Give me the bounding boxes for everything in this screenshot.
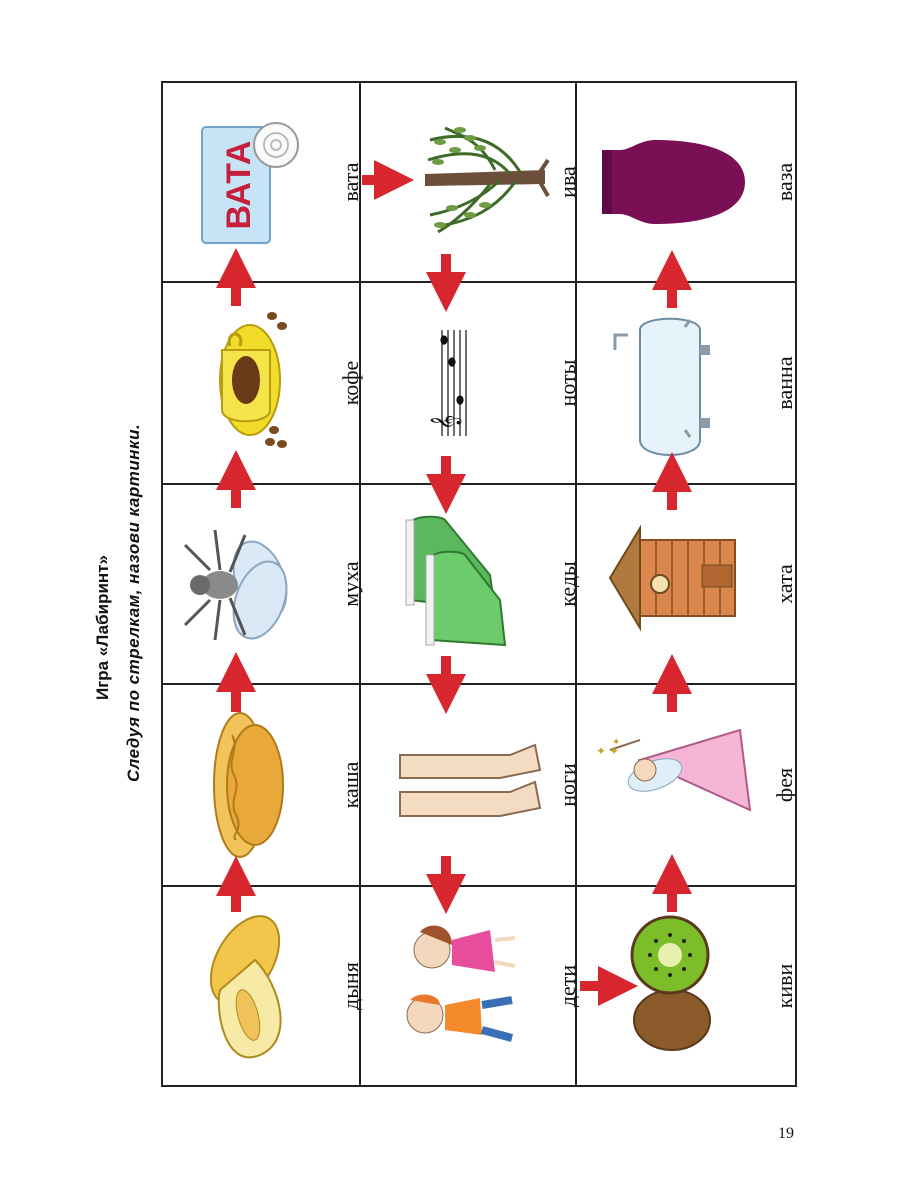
word-dynya: дыня [338, 962, 363, 1010]
word-iva: ива [555, 166, 580, 198]
pack-label: ВАТА [220, 141, 258, 230]
page-number: 19 [778, 1125, 794, 1142]
word-kivi: киви [772, 963, 797, 1008]
word-khata: хата [772, 564, 797, 604]
music-notes-icon: 𝄞 [430, 330, 467, 436]
word-kasha: каша [338, 761, 363, 808]
legs-icon [399, 743, 542, 817]
children-icon [406, 925, 516, 1042]
kiwi-icon [630, 915, 711, 1051]
word-mukha: муха [338, 561, 363, 607]
svg-text:✦: ✦ [612, 737, 620, 748]
word-nogi: ноги [555, 763, 580, 807]
bathtub-icon [613, 317, 710, 456]
word-kofe: кофе [338, 361, 363, 406]
sneakers-icon [405, 515, 507, 647]
word-deti: дети [555, 965, 580, 1008]
cotton-wool-pack-icon: ВАТА [201, 122, 299, 244]
porridge-bowl-icon [213, 712, 284, 858]
word-vata: вата [338, 162, 363, 201]
svg-text:𝄞: 𝄞 [430, 415, 462, 430]
word-kedy: кеды [555, 561, 580, 607]
word-noty: ноты [555, 359, 580, 406]
melon-icon [209, 915, 282, 1059]
path-arrows [216, 160, 692, 1006]
fly-icon [183, 529, 288, 641]
willow-tree-icon [425, 126, 550, 234]
word-vaza: ваза [772, 163, 797, 202]
word-feya: фея [772, 768, 797, 802]
word-vanna: ванна [772, 356, 797, 409]
svg-text:✦ ✦: ✦ ✦ [596, 744, 619, 758]
fairy-icon: ✦ ✦ ✦ [596, 728, 752, 812]
hut-icon [608, 524, 736, 632]
coffee-cup-icon [219, 312, 287, 448]
vase-icon [602, 140, 745, 224]
